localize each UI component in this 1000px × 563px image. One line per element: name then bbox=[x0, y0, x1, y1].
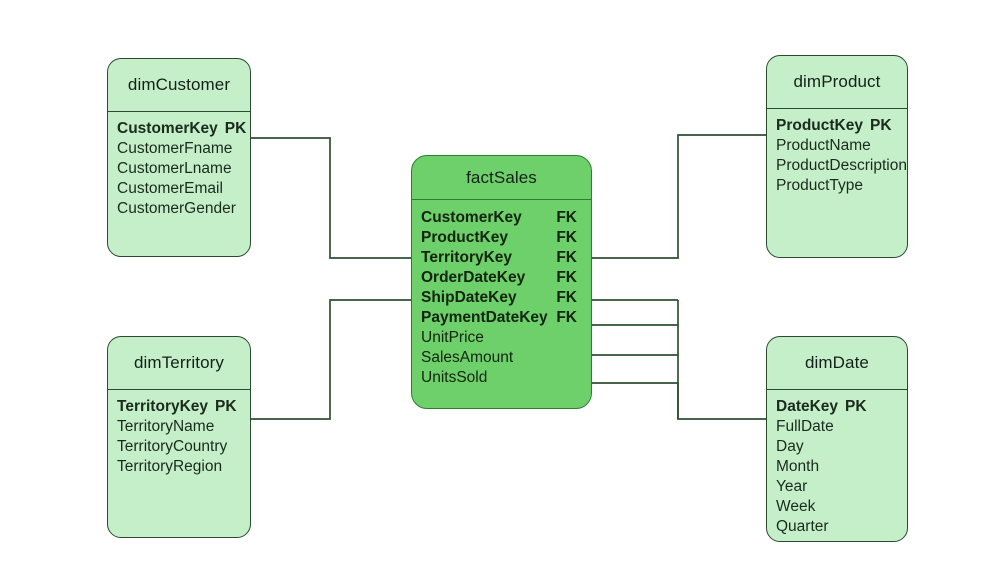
field-row: PaymentDateKey FK bbox=[412, 309, 591, 329]
field-row: FullDate bbox=[767, 418, 907, 438]
field-key-tag: PK bbox=[845, 398, 867, 415]
field-list-dimProduct: ProductKey PK ProductName ProductDescrip… bbox=[767, 109, 907, 197]
field-key-tag: FK bbox=[556, 269, 577, 286]
field-row: UnitPrice bbox=[412, 329, 591, 349]
field-key-tag: PK bbox=[870, 117, 892, 134]
entity-title-dimCustomer: dimCustomer bbox=[108, 59, 250, 112]
field-name: FullDate bbox=[776, 418, 834, 435]
rel-territory bbox=[251, 299, 411, 420]
field-row: TerritoryRegion bbox=[108, 458, 250, 478]
field-key-tag: FK bbox=[556, 249, 577, 266]
field-name: TerritoryRegion bbox=[117, 458, 223, 475]
field-key-tag: FK bbox=[556, 209, 577, 226]
field-row: DateKey PK bbox=[767, 398, 907, 418]
field-name: SalesAmount bbox=[421, 349, 514, 366]
field-list-dimCustomer: CustomerKey PK CustomerFname CustomerLna… bbox=[108, 112, 250, 220]
entity-dimTerritory[interactable]: dimTerritory TerritoryKey PK TerritoryNa… bbox=[107, 336, 251, 538]
field-name: ProductType bbox=[776, 177, 864, 194]
field-name: ProductDescription bbox=[776, 157, 907, 174]
field-name: ProductName bbox=[776, 137, 871, 154]
entity-factSales[interactable]: factSales CustomerKey FK ProductKey FK T… bbox=[411, 155, 592, 409]
field-key-tag: PK bbox=[224, 120, 247, 137]
field-row: TerritoryCountry bbox=[108, 438, 250, 458]
field-name: UnitPrice bbox=[421, 329, 484, 346]
field-row: UnitsSold bbox=[412, 369, 591, 389]
field-row: TerritoryKey FK bbox=[412, 249, 591, 269]
field-name: CustomerKey bbox=[117, 120, 218, 137]
field-row: ProductKey PK bbox=[767, 117, 907, 137]
field-row: ProductDescription bbox=[767, 157, 907, 177]
field-row: ProductName bbox=[767, 137, 907, 157]
field-list-dimDate: DateKey PK FullDate Day Month Year Week … bbox=[767, 390, 907, 538]
field-row: CustomerLname bbox=[108, 160, 250, 180]
field-name: TerritoryName bbox=[117, 418, 215, 435]
field-name: Quarter bbox=[776, 518, 829, 535]
field-name: PaymentDateKey bbox=[421, 309, 548, 326]
field-row: Day bbox=[767, 438, 907, 458]
rel-product bbox=[592, 134, 766, 259]
field-name: CustomerEmail bbox=[117, 180, 223, 197]
entity-dimDate[interactable]: dimDate DateKey PK FullDate Day Month Ye… bbox=[766, 336, 908, 542]
rel-date-trunk bbox=[592, 382, 766, 420]
field-name: ProductKey bbox=[421, 229, 508, 246]
field-name: Month bbox=[776, 458, 820, 475]
field-row: Quarter bbox=[767, 518, 907, 538]
entity-title-factSales: factSales bbox=[412, 156, 591, 200]
entity-dimProduct[interactable]: dimProduct ProductKey PK ProductName Pro… bbox=[766, 55, 908, 258]
field-row: ProductKey FK bbox=[412, 229, 591, 249]
field-row: Month bbox=[767, 458, 907, 478]
field-name: DateKey bbox=[776, 398, 839, 415]
field-name: CustomerFname bbox=[117, 140, 233, 157]
rel-customer bbox=[251, 137, 411, 259]
field-key-tag: PK bbox=[215, 398, 237, 415]
field-name: TerritoryKey bbox=[117, 398, 209, 415]
field-name: ProductKey bbox=[776, 117, 863, 134]
field-name: CustomerLname bbox=[117, 160, 232, 177]
field-name: TerritoryKey bbox=[421, 249, 513, 266]
field-name: Year bbox=[776, 478, 808, 495]
field-name: OrderDateKey bbox=[421, 269, 526, 286]
entity-title-dimTerritory: dimTerritory bbox=[108, 337, 250, 390]
field-name: TerritoryCountry bbox=[117, 438, 228, 455]
field-row: CustomerFname bbox=[108, 140, 250, 160]
field-row: SalesAmount bbox=[412, 349, 591, 369]
field-row: OrderDateKey FK bbox=[412, 269, 591, 289]
field-key-tag: FK bbox=[556, 289, 577, 306]
field-row: CustomerGender bbox=[108, 200, 250, 220]
entity-dimCustomer[interactable]: dimCustomer CustomerKey PK CustomerFname… bbox=[107, 58, 251, 257]
field-name: UnitsSold bbox=[421, 369, 488, 386]
field-row: ShipDateKey FK bbox=[412, 289, 591, 309]
field-list-dimTerritory: TerritoryKey PK TerritoryName TerritoryC… bbox=[108, 390, 250, 478]
field-row: Week bbox=[767, 498, 907, 518]
field-row: CustomerKey PK bbox=[108, 120, 250, 140]
field-key-tag: FK bbox=[556, 309, 577, 326]
field-row: TerritoryName bbox=[108, 418, 250, 438]
field-name: CustomerGender bbox=[117, 200, 236, 217]
field-row: TerritoryKey PK bbox=[108, 398, 250, 418]
field-row: CustomerKey FK bbox=[412, 209, 591, 229]
field-name: ShipDateKey bbox=[421, 289, 517, 306]
field-row: Year bbox=[767, 478, 907, 498]
field-name: CustomerKey bbox=[421, 209, 522, 226]
field-key-tag: FK bbox=[556, 229, 577, 246]
field-list-factSales: CustomerKey FK ProductKey FK TerritoryKe… bbox=[412, 200, 591, 389]
relationship-line-group bbox=[251, 134, 766, 420]
field-name: Week bbox=[776, 498, 816, 515]
entity-title-dimProduct: dimProduct bbox=[767, 56, 907, 109]
entity-title-dimDate: dimDate bbox=[767, 337, 907, 390]
field-name: Day bbox=[776, 438, 804, 455]
field-row: CustomerEmail bbox=[108, 180, 250, 200]
field-row: ProductType bbox=[767, 177, 907, 197]
